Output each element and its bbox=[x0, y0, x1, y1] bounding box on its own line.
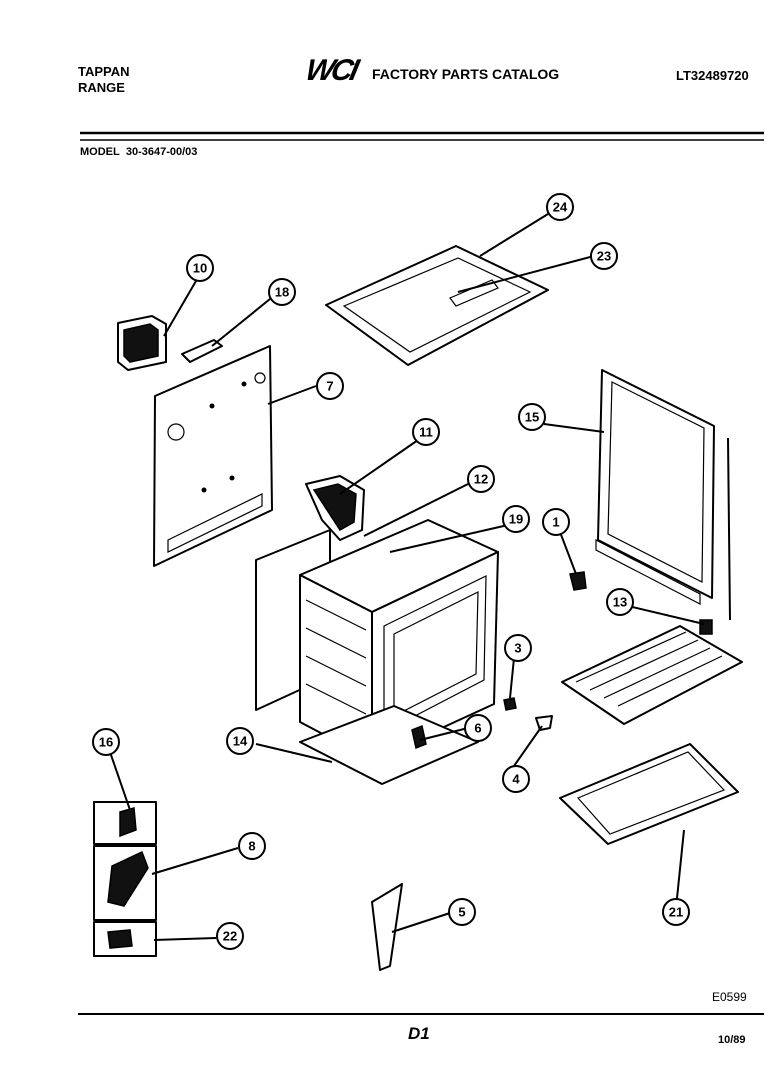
svg-text:13: 13 bbox=[613, 595, 627, 610]
callout-4: 4 bbox=[502, 765, 530, 793]
callout-13: 23 bbox=[590, 242, 618, 270]
callout-1: 1 bbox=[542, 508, 570, 536]
svg-text:21: 21 bbox=[669, 905, 683, 920]
catalog-part-number: LT32489720 bbox=[676, 68, 749, 83]
svg-text:10: 10 bbox=[193, 261, 207, 276]
part-10-box bbox=[93, 845, 157, 921]
model-line: MODEL 30-3647-00/03 bbox=[80, 146, 197, 158]
callout-18: 14 bbox=[226, 727, 254, 755]
model-label: MODEL bbox=[80, 146, 120, 158]
svg-text:7: 7 bbox=[326, 379, 333, 394]
oven-body bbox=[255, 519, 499, 761]
svg-text:24: 24 bbox=[553, 200, 568, 215]
part-23-box bbox=[93, 921, 157, 957]
callout-23: 22 bbox=[216, 922, 244, 950]
part-3-screw bbox=[503, 697, 517, 711]
part-19-box bbox=[93, 801, 157, 845]
callout-3: 3 bbox=[504, 634, 532, 662]
callout-24: 19 bbox=[502, 505, 530, 533]
svg-text:18: 18 bbox=[275, 285, 289, 300]
callout-12: 12 bbox=[467, 465, 495, 493]
callout-16: 13 bbox=[606, 588, 634, 616]
part-7-back-panel bbox=[153, 345, 273, 567]
part-22-broiler-pan bbox=[559, 743, 739, 845]
catalog-title: FACTORY PARTS CATALOG bbox=[372, 66, 560, 82]
svg-text:15: 15 bbox=[525, 410, 539, 425]
part-8-bracket bbox=[117, 315, 167, 371]
svg-text:19: 19 bbox=[509, 512, 523, 527]
callout-10: 8 bbox=[238, 832, 266, 860]
brand-name: TAPPAN RANGE bbox=[78, 64, 130, 96]
svg-text:14: 14 bbox=[233, 734, 248, 749]
model-number: 30-3647-00/03 bbox=[125, 146, 198, 158]
part-14-cooktop bbox=[325, 245, 549, 366]
svg-text:1: 1 bbox=[552, 515, 559, 530]
svg-text:3: 3 bbox=[514, 641, 521, 656]
oven-rack bbox=[561, 625, 743, 725]
callout-8: 10 bbox=[186, 254, 214, 282]
callout-22: 21 bbox=[662, 898, 690, 926]
part-4-valve bbox=[535, 715, 553, 731]
callout-7: 7 bbox=[316, 372, 344, 400]
callout-19: 16 bbox=[92, 728, 120, 756]
part-15-side-panel bbox=[595, 369, 731, 621]
part-16-leveler bbox=[699, 619, 713, 635]
callout-21: 18 bbox=[268, 278, 296, 306]
part-5-hinge bbox=[371, 883, 403, 971]
svg-text:11: 11 bbox=[419, 425, 433, 440]
brand-line-1: TAPPAN bbox=[78, 64, 130, 79]
svg-text:16: 16 bbox=[99, 735, 113, 750]
svg-text:12: 12 bbox=[474, 472, 488, 487]
leader-lines bbox=[109, 213, 705, 941]
callout-6: 6 bbox=[464, 714, 492, 742]
callout-11: 11 bbox=[412, 418, 440, 446]
svg-text:6: 6 bbox=[474, 721, 481, 736]
illustration-code: E0599 bbox=[712, 990, 747, 1004]
callout-14: 24 bbox=[546, 193, 574, 221]
page-label: D1 bbox=[408, 1024, 430, 1043]
callout-15: 15 bbox=[518, 403, 546, 431]
part-1-knob bbox=[569, 571, 587, 591]
issue-date: 10/89 bbox=[718, 1034, 746, 1046]
svg-text:23: 23 bbox=[597, 249, 611, 264]
svg-text:4: 4 bbox=[512, 772, 520, 787]
brand-line-2: RANGE bbox=[78, 80, 125, 95]
svg-text:8: 8 bbox=[248, 839, 255, 854]
part-11-vent bbox=[305, 475, 365, 541]
svg-text:22: 22 bbox=[223, 929, 237, 944]
callout-5: 5 bbox=[448, 898, 476, 926]
svg-text:5: 5 bbox=[458, 905, 465, 920]
